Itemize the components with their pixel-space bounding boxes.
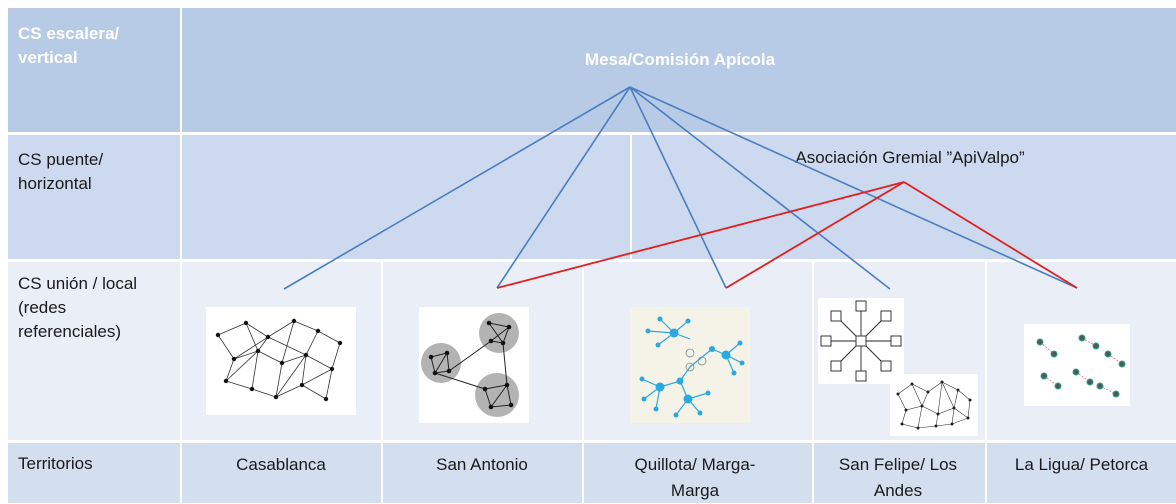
- link-mesa-casablanca: [283, 86, 631, 290]
- row-territorios-label-cell: [8, 443, 180, 503]
- link-mesa-quillota: [629, 86, 727, 289]
- label-territorios: Territorios: [18, 454, 93, 473]
- territory-san-antonio: San Antonio: [436, 455, 528, 474]
- link-apivalpo-quillota: [725, 181, 905, 289]
- star-network-icon: [818, 298, 904, 384]
- dispersed-network-icon: [1024, 324, 1130, 406]
- vertical-links: [283, 86, 1078, 290]
- node-apivalpo: Asociación Gremial ”ApiValpo”: [795, 148, 1025, 167]
- link-apivalpo-sanantonio: [496, 181, 905, 289]
- territory-casablanca: Casablanca: [236, 455, 326, 474]
- horizontal-links: [496, 181, 1078, 289]
- label-cs-union: CS unión / local (redes referenciales): [18, 274, 138, 341]
- territory-san-felipe: San Felipe/ Los Andes: [838, 455, 958, 500]
- divider-col-3: [812, 262, 814, 503]
- link-mesa-laligua: [629, 86, 1078, 289]
- row-escalera-main-cell: [182, 8, 1176, 132]
- row-territorios-main-cell: [182, 443, 1176, 503]
- clustered-network-icon: [419, 307, 529, 423]
- label-cs-escalera: CS escalera/ vertical: [18, 24, 120, 67]
- dense-network-icon: [206, 307, 356, 415]
- divider-col-2: [582, 262, 584, 503]
- node-mesa-comision: Mesa/Comisión Apícola: [584, 50, 776, 69]
- row-union-label-cell: [8, 262, 180, 440]
- scale-free-network-icon: [630, 307, 750, 423]
- link-apivalpo-laligua: [903, 181, 1078, 289]
- small-world-network-icon: [890, 374, 978, 436]
- divider-col-1: [381, 262, 383, 503]
- divider-col-4: [985, 262, 987, 503]
- territory-quillota: Quillota/ Marga-Marga: [634, 455, 756, 500]
- territory-la-ligua: La Ligua/ Petorca: [1014, 455, 1149, 474]
- link-mesa-sanantonio: [496, 86, 631, 289]
- divider-puente: [630, 135, 632, 259]
- row-puente-label-cell: [8, 135, 180, 259]
- row-puente-main-cell: [182, 135, 1176, 259]
- row-escalera-label-cell: [8, 8, 180, 132]
- label-cs-puente: CS puente/ horizontal: [18, 150, 104, 193]
- link-mesa-sanfelipe: [629, 86, 891, 290]
